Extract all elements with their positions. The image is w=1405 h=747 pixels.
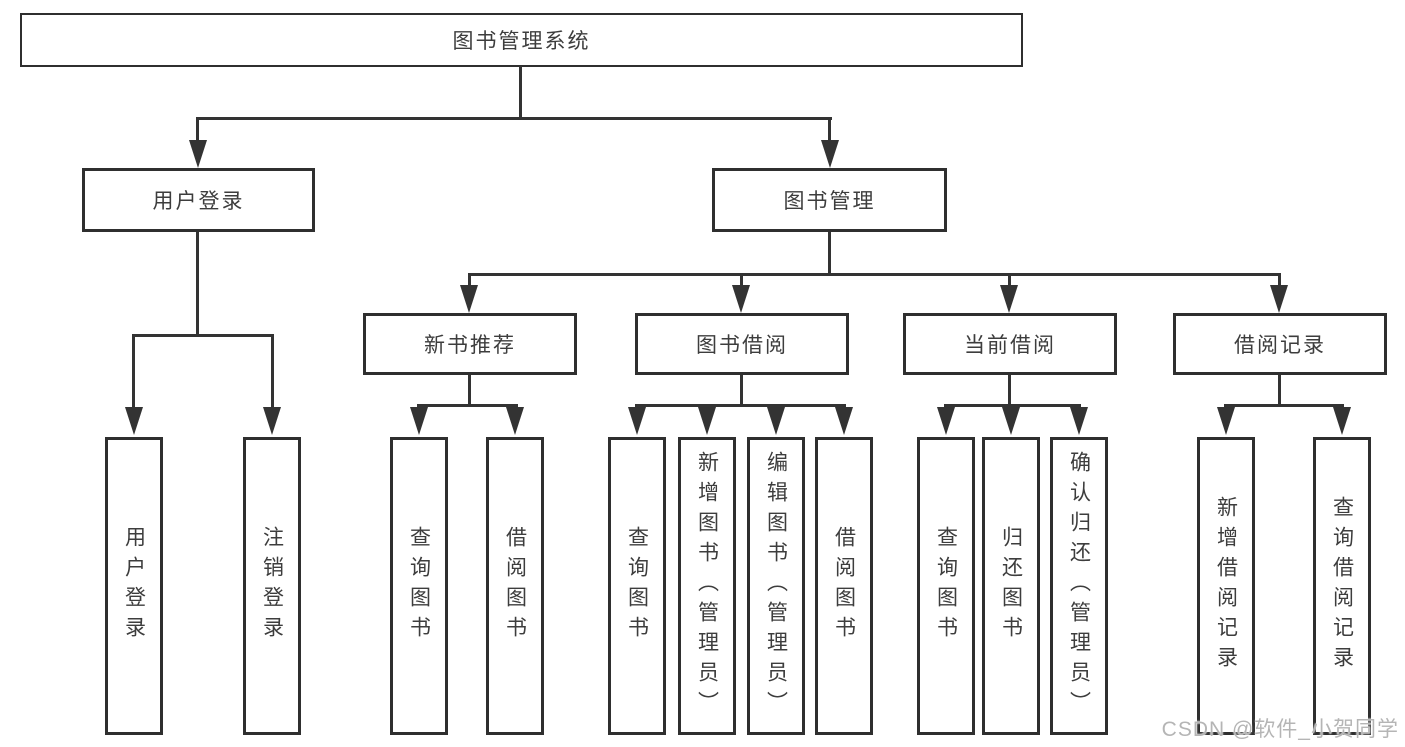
edge-borrowing-records-drop [1278, 275, 1281, 287]
node-book-borrowing-label: 图书借阅 [696, 334, 788, 357]
node-new-book-recommendation-label: 新书推荐 [424, 334, 516, 357]
arrowhead-current-borrowing-icon [1000, 285, 1018, 313]
leaf-query-books-current: 查询图书 [917, 437, 975, 735]
node-book-management-label: 图书管理 [783, 190, 876, 213]
arrowhead-query-books-borrow-icon [628, 407, 646, 435]
csdn-watermark: CSDN @软件_小贺同学 [1161, 718, 1399, 741]
leaf-query-books-borrow: 查询图书 [608, 437, 666, 735]
arrowhead-borrow-books-recommend-icon [506, 407, 524, 435]
edge-leaf-user-login-drop [132, 336, 135, 409]
leaf-confirm-return-admin: 确认归还（管理员） [1050, 437, 1108, 735]
leaf-query-borrow-record-label: 查询借阅记录 [1330, 496, 1354, 676]
arrowhead-confirm-return-admin-icon [1070, 407, 1088, 435]
arrowhead-leaf-user-login-icon [125, 407, 143, 435]
leaf-query-borrow-record: 查询借阅记录 [1313, 437, 1371, 735]
edge-new-book-drop [468, 275, 471, 287]
arrowhead-new-book-icon [460, 285, 478, 313]
leaf-borrow-books-label: 借阅图书 [832, 526, 856, 646]
node-user-login-label: 用户登录 [152, 190, 245, 213]
leaf-add-books-admin-label: 新增图书（管理员） [695, 451, 719, 721]
arrowhead-query-books-recommend-icon [410, 407, 428, 435]
arrowhead-return-books-icon [1002, 407, 1020, 435]
arrowhead-add-books-admin-icon [698, 407, 716, 435]
edge-level3-hline [468, 273, 1281, 276]
leaf-edit-books-admin: 编辑图书（管理员） [747, 437, 805, 735]
arrowhead-query-books-current-icon [937, 407, 955, 435]
leaf-query-books-borrow-label: 查询图书 [625, 526, 649, 646]
leaf-confirm-return-admin-label: 确认归还（管理员） [1067, 451, 1091, 721]
edge-level2-hline [196, 117, 832, 120]
node-root-label: 图书管理系统 [452, 30, 591, 53]
edge-borrowing-records-stem [1278, 375, 1281, 407]
node-current-borrowing-label: 当前借阅 [964, 334, 1056, 357]
edge-new-book-stem [468, 375, 471, 407]
arrowhead-add-borrow-record-icon [1217, 407, 1235, 435]
leaf-add-borrow-record-label: 新增借阅记录 [1214, 496, 1238, 676]
arrowhead-user-login-icon [189, 140, 207, 168]
arrowhead-book-management-icon [821, 140, 839, 168]
node-borrowing-records-label: 借阅记录 [1234, 334, 1326, 357]
node-borrowing-records: 借阅记录 [1173, 313, 1387, 375]
edge-borrowing-records-hline [1224, 404, 1344, 407]
node-root: 图书管理系统 [20, 13, 1023, 67]
edge-user-login-stem [196, 232, 199, 337]
node-book-borrowing: 图书借阅 [635, 313, 849, 375]
edge-user-login-hline [132, 334, 274, 337]
leaf-return-books: 归还图书 [982, 437, 1040, 735]
edge-book-management-stem [828, 232, 831, 275]
arrowhead-query-borrow-record-icon [1333, 407, 1351, 435]
node-current-borrowing: 当前借阅 [903, 313, 1117, 375]
node-user-login: 用户登录 [82, 168, 315, 232]
arrowhead-borrowing-records-icon [1270, 285, 1288, 313]
edge-book-management-drop [828, 119, 831, 143]
edge-book-borrowing-hline [635, 404, 846, 407]
leaf-edit-books-admin-label: 编辑图书（管理员） [764, 451, 788, 721]
edge-user-login-drop [196, 119, 199, 143]
leaf-add-borrow-record: 新增借阅记录 [1197, 437, 1255, 735]
leaf-borrow-books: 借阅图书 [815, 437, 873, 735]
edge-current-borrowing-drop [1008, 275, 1011, 287]
leaf-logout: 注销登录 [243, 437, 301, 735]
arrowhead-book-borrowing-icon [732, 285, 750, 313]
edge-current-borrowing-hline [944, 404, 1081, 407]
leaf-user-login: 用户登录 [105, 437, 163, 735]
leaf-logout-label: 注销登录 [260, 526, 284, 646]
leaf-add-books-admin: 新增图书（管理员） [678, 437, 736, 735]
edge-root-stem [519, 66, 522, 119]
arrowhead-borrow-books-icon [835, 407, 853, 435]
edge-book-borrowing-drop [740, 275, 743, 287]
edge-current-borrowing-stem [1008, 375, 1011, 407]
leaf-query-books-recommend: 查询图书 [390, 437, 448, 735]
leaf-return-books-label: 归还图书 [999, 526, 1023, 646]
node-new-book-recommendation: 新书推荐 [363, 313, 577, 375]
node-book-management: 图书管理 [712, 168, 947, 232]
leaf-borrow-books-recommend: 借阅图书 [486, 437, 544, 735]
leaf-user-login-label: 用户登录 [122, 526, 146, 646]
edge-leaf-logout-drop [271, 336, 274, 409]
arrowhead-edit-books-admin-icon [767, 407, 785, 435]
leaf-query-books-current-label: 查询图书 [934, 526, 958, 646]
leaf-borrow-books-recommend-label: 借阅图书 [503, 526, 527, 646]
edge-new-book-hline [417, 404, 518, 407]
arrowhead-leaf-logout-icon [263, 407, 281, 435]
edge-book-borrowing-stem [740, 375, 743, 407]
leaf-query-books-recommend-label: 查询图书 [407, 526, 431, 646]
